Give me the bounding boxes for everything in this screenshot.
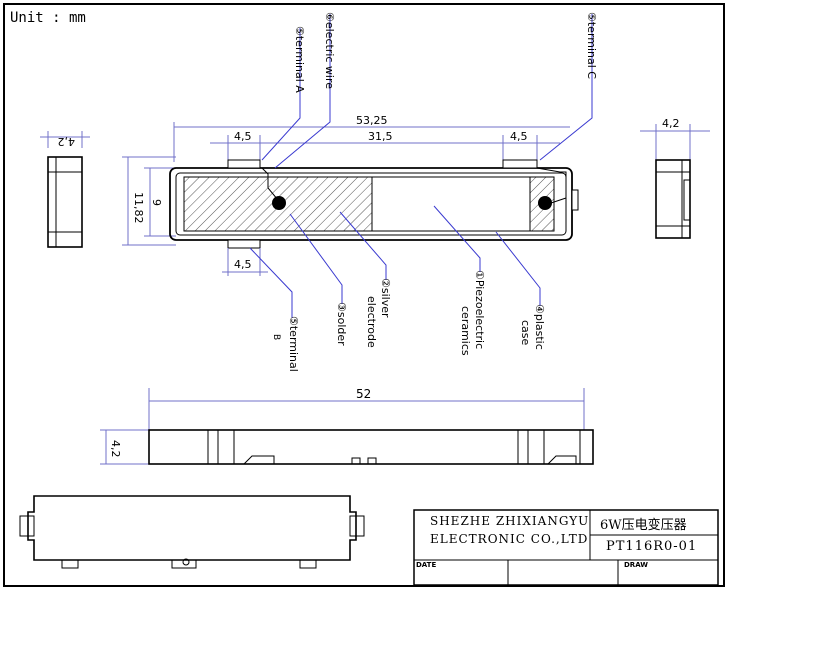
company-name-line2: ELECTRONIC CO.,LTD [430, 532, 589, 546]
callout-terminal-c: ⑤terminal C [585, 12, 598, 79]
title-block [413, 509, 719, 586]
left-view-thickness-label: 4,2 [58, 135, 76, 148]
callout-ceramics: ceramics [459, 306, 472, 356]
draw-label: DRAW [624, 561, 649, 569]
unit-label: Unit : mm [10, 10, 86, 26]
callout-case: case [519, 320, 532, 346]
callout-terminal-b-letter: B [271, 334, 281, 340]
terminal-b [227, 239, 261, 249]
callout-electrode: electrode [365, 296, 378, 348]
right-end-view: 4,2 [640, 117, 710, 239]
sheet-border [3, 3, 725, 587]
callout-plastic: ④plastic [533, 304, 546, 350]
callout-piezo: ①Piezoelectric [473, 270, 486, 349]
right-terminal-width-label: 4,5 [510, 130, 528, 143]
bottom-terminal-width-label: 4,5 [234, 258, 252, 271]
top-view: 53,25 4,5 31,5 4,5 11,82 9 [122, 114, 579, 276]
side-length-label: 52 [356, 387, 371, 401]
bottom-view [19, 495, 365, 569]
callout-electric-wire: ⑥electric wire [323, 12, 336, 89]
overall-length-label: 53,25 [356, 114, 388, 127]
right-view-thickness-label: 4,2 [662, 117, 680, 130]
outer-width-label: 11,82 [132, 192, 145, 224]
date-label: DATE [416, 561, 437, 569]
inner-width-label: 9 [150, 199, 163, 206]
solder-point-left [272, 196, 286, 210]
callout-terminal-a: ⑤terminal A [293, 26, 306, 93]
side-view: 52 4,2 [100, 387, 594, 465]
company-name-line1: SHEZHE ZHIXIANGYU [430, 514, 590, 528]
callout-solder: ③solder [335, 302, 348, 346]
left-terminal-width-label: 4,5 [234, 130, 252, 143]
callouts: ⑤terminal A ⑥electric wire ⑤terminal C ⑤… [249, 12, 598, 372]
callout-silver: ②silver [379, 278, 392, 318]
part-number: PT116R0-01 [606, 539, 698, 554]
callout-terminal-b: ⑤terminal [287, 316, 300, 372]
inner-length-label: 31,5 [368, 130, 393, 143]
terminal-a [227, 159, 261, 169]
product-name: 6W压电变压器 [600, 518, 687, 533]
terminal-c [502, 159, 538, 169]
solder-point-right [538, 196, 552, 210]
left-end-view: 4,2 [40, 131, 90, 248]
side-thickness-label: 4,2 [109, 440, 122, 458]
